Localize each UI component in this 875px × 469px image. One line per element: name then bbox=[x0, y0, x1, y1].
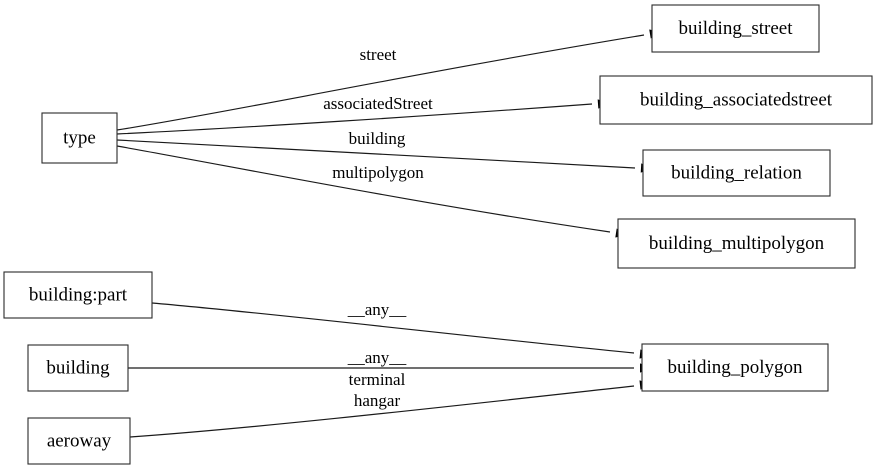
node-building_associatedstreet[interactable]: building_associatedstreet bbox=[599, 75, 873, 125]
node-label: building_polygon bbox=[667, 357, 803, 378]
node-box[interactable] bbox=[27, 417, 131, 465]
node-label: aeroway bbox=[47, 430, 112, 451]
node-label: building bbox=[46, 357, 110, 378]
node-label: building_street bbox=[679, 18, 794, 39]
edge-line bbox=[116, 139, 636, 169]
node-building_street[interactable]: building_street bbox=[651, 4, 820, 53]
node-box[interactable] bbox=[642, 149, 831, 197]
node-aeroway[interactable]: aeroway bbox=[27, 417, 131, 465]
node-box[interactable] bbox=[641, 343, 829, 392]
node-label: type bbox=[63, 127, 96, 148]
edge-line bbox=[116, 103, 593, 135]
node-box[interactable] bbox=[41, 112, 118, 164]
edge-line bbox=[151, 302, 635, 354]
node-building_multipolygon[interactable]: building_multipolygon bbox=[617, 218, 856, 269]
edge-label: terminal bbox=[349, 370, 406, 389]
edge-label: __any__ bbox=[347, 300, 407, 319]
node-box[interactable] bbox=[651, 4, 820, 53]
node-building_polygon[interactable]: building_polygon bbox=[641, 343, 829, 392]
node-box[interactable] bbox=[3, 271, 153, 319]
edge-line bbox=[116, 34, 645, 131]
edge-label: street bbox=[360, 45, 397, 64]
node-building[interactable]: building bbox=[27, 344, 129, 392]
edge-label: __any__ bbox=[347, 348, 407, 367]
edge-label: associatedStreet bbox=[323, 94, 433, 113]
node-building_part[interactable]: building:part bbox=[3, 271, 153, 319]
node-building_relation[interactable]: building_relation bbox=[642, 149, 831, 197]
node-label: building_multipolygon bbox=[649, 233, 825, 254]
edge-label-secondary: hangar bbox=[354, 391, 401, 410]
edge-type-street bbox=[116, 29, 663, 131]
node-box[interactable] bbox=[617, 218, 856, 269]
node-label: building_associatedstreet bbox=[640, 89, 833, 110]
edge-labels-layer: street associatedStreet building multipolyg… bbox=[323, 45, 433, 410]
node-box[interactable] bbox=[599, 75, 873, 125]
edge-label: multipolygon bbox=[332, 163, 424, 182]
node-type[interactable]: type bbox=[41, 112, 118, 164]
node-label: building:part bbox=[29, 284, 128, 305]
node-box[interactable] bbox=[27, 344, 129, 392]
node-label: building_relation bbox=[671, 162, 802, 183]
edge-type-multipolygon bbox=[116, 145, 629, 238]
edge-line bbox=[116, 145, 611, 233]
nodes-layer: type building_street building_associatedst… bbox=[3, 4, 873, 465]
edge-label: building bbox=[349, 129, 406, 148]
edge-line bbox=[129, 385, 635, 438]
